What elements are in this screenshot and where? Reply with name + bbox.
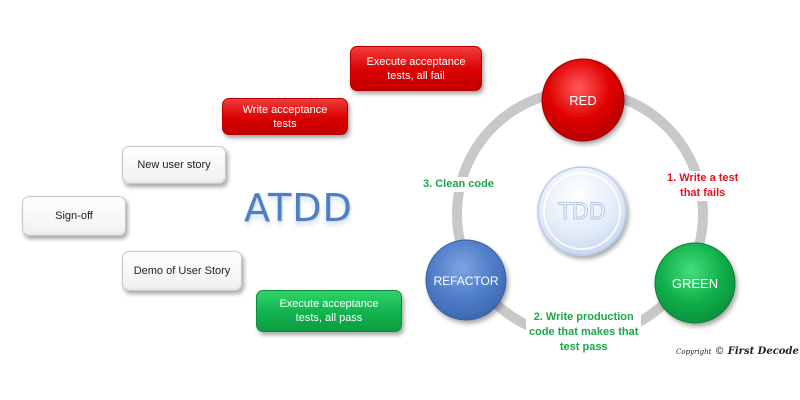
tdd-refactor-label: REFACTOR bbox=[433, 274, 498, 288]
copyright-symbol: © bbox=[714, 346, 725, 357]
copyright-prefix: Copyright bbox=[676, 348, 712, 356]
copyright-notice: Copyright © First Decode bbox=[676, 346, 799, 357]
tdd-step-write-test: 1. Write a test that fails bbox=[664, 171, 742, 201]
atdd-step-write-acceptance-tests: Write acceptance tests bbox=[222, 98, 348, 135]
tdd-refactor-node bbox=[425, 239, 507, 321]
tdd-green-label: GREEN bbox=[672, 276, 718, 291]
copyright-brand: First Decode bbox=[727, 346, 799, 357]
tdd-center-node bbox=[537, 166, 627, 256]
atdd-step-execute-fail: Execute acceptance tests, all fail bbox=[350, 46, 482, 91]
atdd-step-new-user-story: New user story bbox=[122, 146, 226, 184]
tdd-red-label: RED bbox=[569, 93, 596, 108]
tdd-step-clean-code: 3. Clean code bbox=[420, 177, 497, 192]
tdd-step-write-code: 2. Write production code that makes that… bbox=[526, 310, 642, 355]
atdd-step-demo-user-story: Demo of User Story bbox=[122, 251, 242, 291]
atdd-step-execute-pass: Execute acceptance tests, all pass bbox=[256, 290, 402, 332]
tdd-center-label: TDD bbox=[557, 200, 605, 225]
atdd-step-sign-off: Sign-off bbox=[22, 196, 126, 236]
atdd-title: ATDD bbox=[244, 186, 353, 230]
tdd-green-node bbox=[654, 242, 736, 324]
tdd-red-node bbox=[541, 58, 625, 142]
